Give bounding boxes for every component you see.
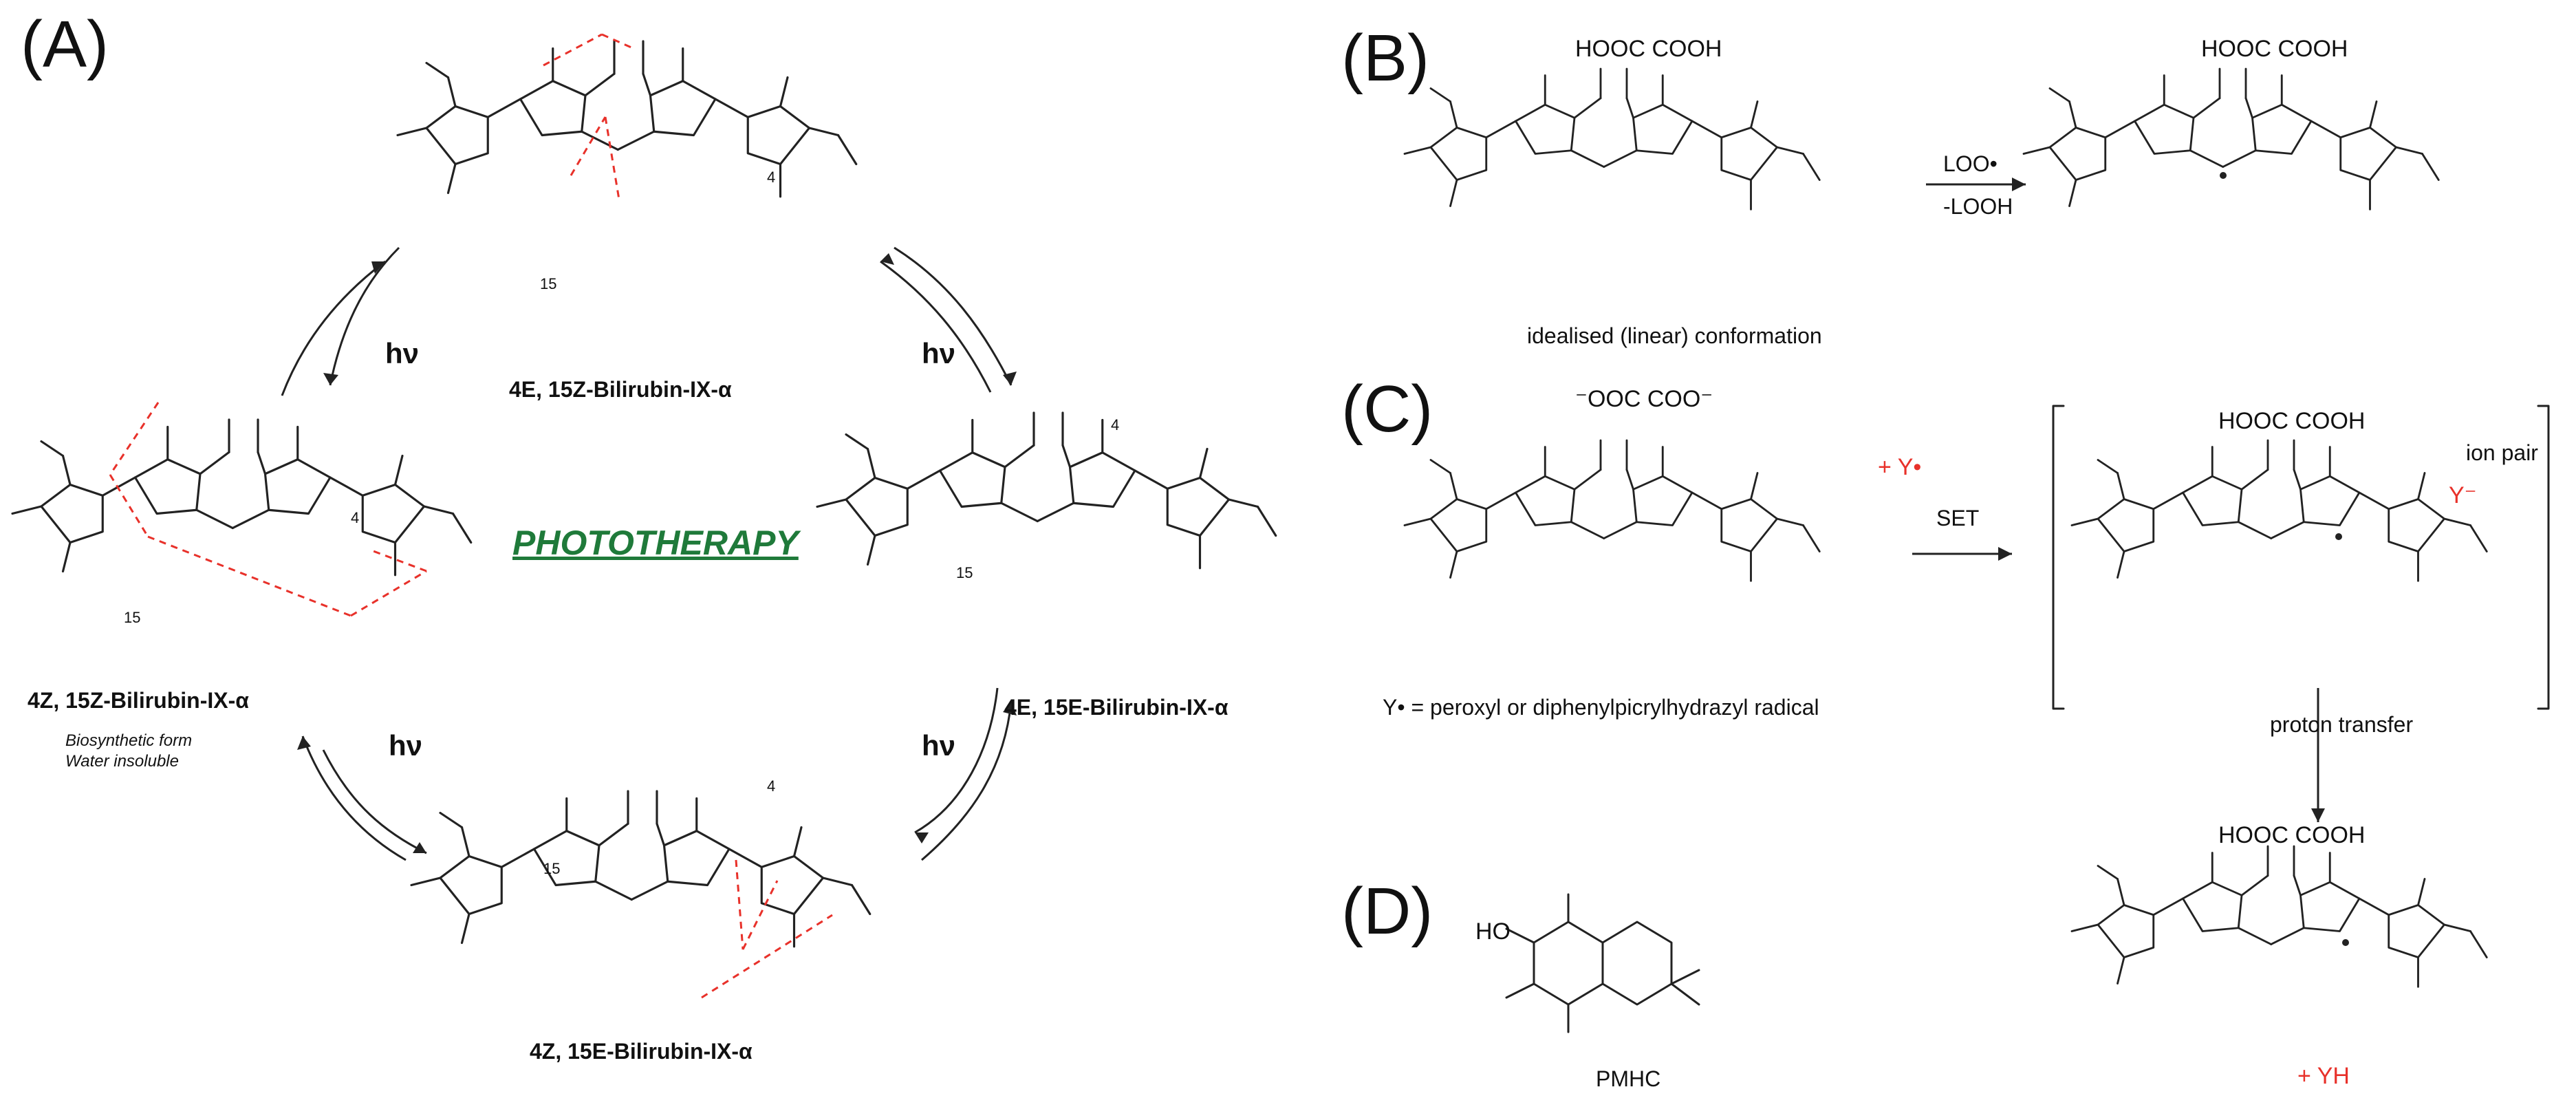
radical-dot [2342,939,2349,946]
acid-groups-label: HOOC COOH [1575,36,1722,62]
radical-dot [2220,172,2227,179]
arrow-bottom-left [301,735,407,861]
pmhc-name: PMHC [1596,1066,1661,1091]
molecule-4z-15e [410,790,872,948]
proton-transfer-label: proton transfer [2270,712,2414,737]
arrowhead [1998,547,2012,561]
hbond-left [109,402,427,617]
acid-groups-label: HOOC COOH [2218,822,2366,848]
molecule-c-product [2070,845,2488,988]
arrow-top-left [329,246,400,386]
molecule-4e-15z [396,40,858,198]
position-label-15: 15 [124,609,141,626]
position-label-15: 15 [540,275,557,292]
arrowhead [1003,372,1017,385]
molecule-b-linear [1403,67,1821,211]
arrowhead [880,253,894,265]
arrow-left-down [322,749,427,854]
compound-label-right: 4E, 15E-Bilirubin-IX-α [1004,695,1229,720]
radical-dot [2335,533,2342,540]
panel-letter-b: (B) [1341,21,1429,95]
panel-letter-d: (D) [1341,874,1433,948]
arrowhead [323,373,338,385]
hv-label: hν [922,337,956,369]
compound-note-2: Water insoluble [65,752,179,771]
molecule-c-cation [2070,439,2488,582]
molecule-c-dianion [1403,439,1821,582]
conformation-caption: idealised (linear) conformation [1527,323,1822,348]
molecule-4e-15e [816,411,1277,570]
compound-label-bottom: 4Z, 15E-Bilirubin-IX-α [530,1039,753,1064]
molecule-4z-15z [11,418,473,577]
arrow-right-down [914,687,999,834]
position-label-4: 4 [351,509,360,526]
compound-label-top: 4E, 15Z-Bilirubin-IX-α [509,377,732,402]
molecule-b-radical [2022,67,2440,211]
arrow-bottom-right [921,701,1013,861]
arrowhead [1003,702,1017,716]
compound-label-left: 4Z, 15Z-Bilirubin-IX-α [28,688,249,713]
arrow-top-right [894,246,1013,386]
position-label-15: 15 [543,860,561,877]
y-definition: Y• = peroxyl or diphenylpicrylhydrazyl r… [1383,695,1819,720]
arrowhead [915,832,929,843]
hbond-top [543,33,634,200]
panel-letter-c: (C) [1341,372,1433,446]
product-label: + YH [2297,1063,2350,1089]
byproduct-label: -LOOH [1943,194,2013,219]
arrowhead [297,736,311,750]
position-label-15: 15 [956,564,973,581]
arrowhead [413,842,426,853]
reagent-label: LOO• [1943,151,1998,176]
phototherapy-label: PHOTOTHERAPY [512,524,799,562]
position-label-4: 4 [767,169,776,186]
ion-pair-label: ion pair [2466,440,2538,465]
acid-groups-label: HOOC COOH [2201,36,2348,62]
panel-letter-a: (A) [21,8,109,81]
pmhc-ho-label: HO [1475,918,1511,945]
position-label-4: 4 [767,777,776,795]
hv-label: hν [389,729,423,762]
molecule-pmhc [1505,893,1700,1033]
arrowhead [2012,178,2026,191]
position-label-4: 4 [1111,416,1120,433]
arrowhead [2311,808,2325,822]
compound-note-1: Biosynthetic form [65,731,193,750]
y-minus-label: Y⁻ [2449,482,2477,508]
hv-label: hν [922,729,956,762]
anion-groups-label: ⁻OOC COO⁻ [1575,386,1713,412]
ion-pair-bracket-right [2537,405,2550,710]
arrowhead [371,261,385,274]
acid-groups-label: HOOC COOH [2218,408,2366,434]
arrow-right-up [880,260,992,393]
hbond-bottom [701,859,833,999]
radical-reagent-label: + Y• [1878,454,1922,480]
ion-pair-bracket-left [2052,405,2065,710]
set-label: SET [1936,506,1980,530]
hv-label: hν [385,337,420,369]
